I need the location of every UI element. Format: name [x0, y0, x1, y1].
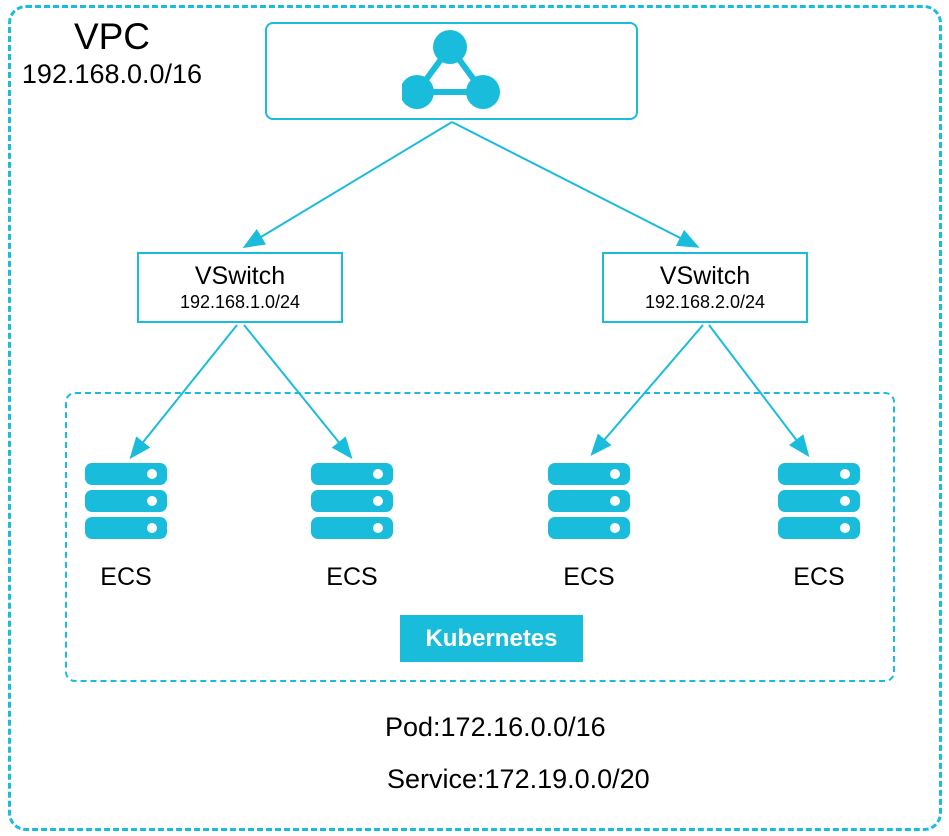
- disk-indicator-dot: [147, 496, 157, 506]
- vswitch-1-cidr: 192.168.1.0/24: [179, 292, 301, 312]
- disk-indicator-dot: [373, 523, 383, 533]
- ecs-node-2: ECS: [311, 463, 393, 591]
- vswitch-box-2: VSwitch 192.168.2.0/24: [602, 252, 808, 323]
- disk-indicator-dot: [373, 469, 383, 479]
- disk-indicator-dot: [147, 523, 157, 533]
- ecs-server-icon: [778, 463, 860, 539]
- ecs-server-icon: [85, 463, 167, 539]
- disk-indicator-dot: [840, 523, 850, 533]
- service-cidr-text: Service:172.19.0.0/20: [387, 764, 650, 794]
- disk-indicator-dot: [840, 496, 850, 506]
- vpc-boundary: [8, 5, 942, 831]
- server-disk: [778, 463, 860, 485]
- ecs-label: ECS: [563, 563, 615, 591]
- disk-indicator-dot: [610, 496, 620, 506]
- disk-indicator-dot: [610, 523, 620, 533]
- server-disk: [548, 463, 630, 485]
- disk-indicator-dot: [147, 469, 157, 479]
- network-nodes-icon: [401, 30, 500, 109]
- server-disk: [778, 517, 860, 539]
- pod-cidr-text: Pod:172.16.0.0/16: [385, 712, 606, 742]
- ecs-label: ECS: [100, 563, 152, 591]
- vswitch-box-1: VSwitch 192.168.1.0/24: [137, 252, 343, 323]
- vpc-cidr: 192.168.0.0/16: [21, 59, 203, 89]
- vswitch-2-cidr: 192.168.2.0/24: [644, 292, 766, 312]
- vswitch-1-label: VSwitch: [194, 262, 286, 290]
- server-disk: [548, 517, 630, 539]
- server-disk: [85, 490, 167, 512]
- vpc-label: VPC: [73, 16, 151, 57]
- kubernetes-badge: Kubernetes: [400, 615, 583, 662]
- vpc-router-box: [265, 22, 638, 120]
- ecs-label: ECS: [793, 563, 845, 591]
- server-disk: [548, 490, 630, 512]
- ecs-server-icon: [548, 463, 630, 539]
- ecs-node-4: ECS: [778, 463, 860, 591]
- server-disk: [85, 463, 167, 485]
- kubernetes-cluster-boundary: [65, 392, 895, 682]
- server-disk: [311, 490, 393, 512]
- vswitch-2-label: VSwitch: [659, 262, 751, 290]
- ecs-label: ECS: [326, 563, 378, 591]
- ecs-server-icon: [311, 463, 393, 539]
- disk-indicator-dot: [373, 496, 383, 506]
- server-disk: [85, 517, 167, 539]
- disk-indicator-dot: [610, 469, 620, 479]
- server-disk: [311, 463, 393, 485]
- ecs-node-3: ECS: [548, 463, 630, 591]
- server-disk: [311, 517, 393, 539]
- server-disk: [778, 490, 860, 512]
- vpc-heading: VPC 192.168.0.0/16: [18, 16, 206, 90]
- disk-indicator-dot: [840, 469, 850, 479]
- ecs-node-1: ECS: [85, 463, 167, 591]
